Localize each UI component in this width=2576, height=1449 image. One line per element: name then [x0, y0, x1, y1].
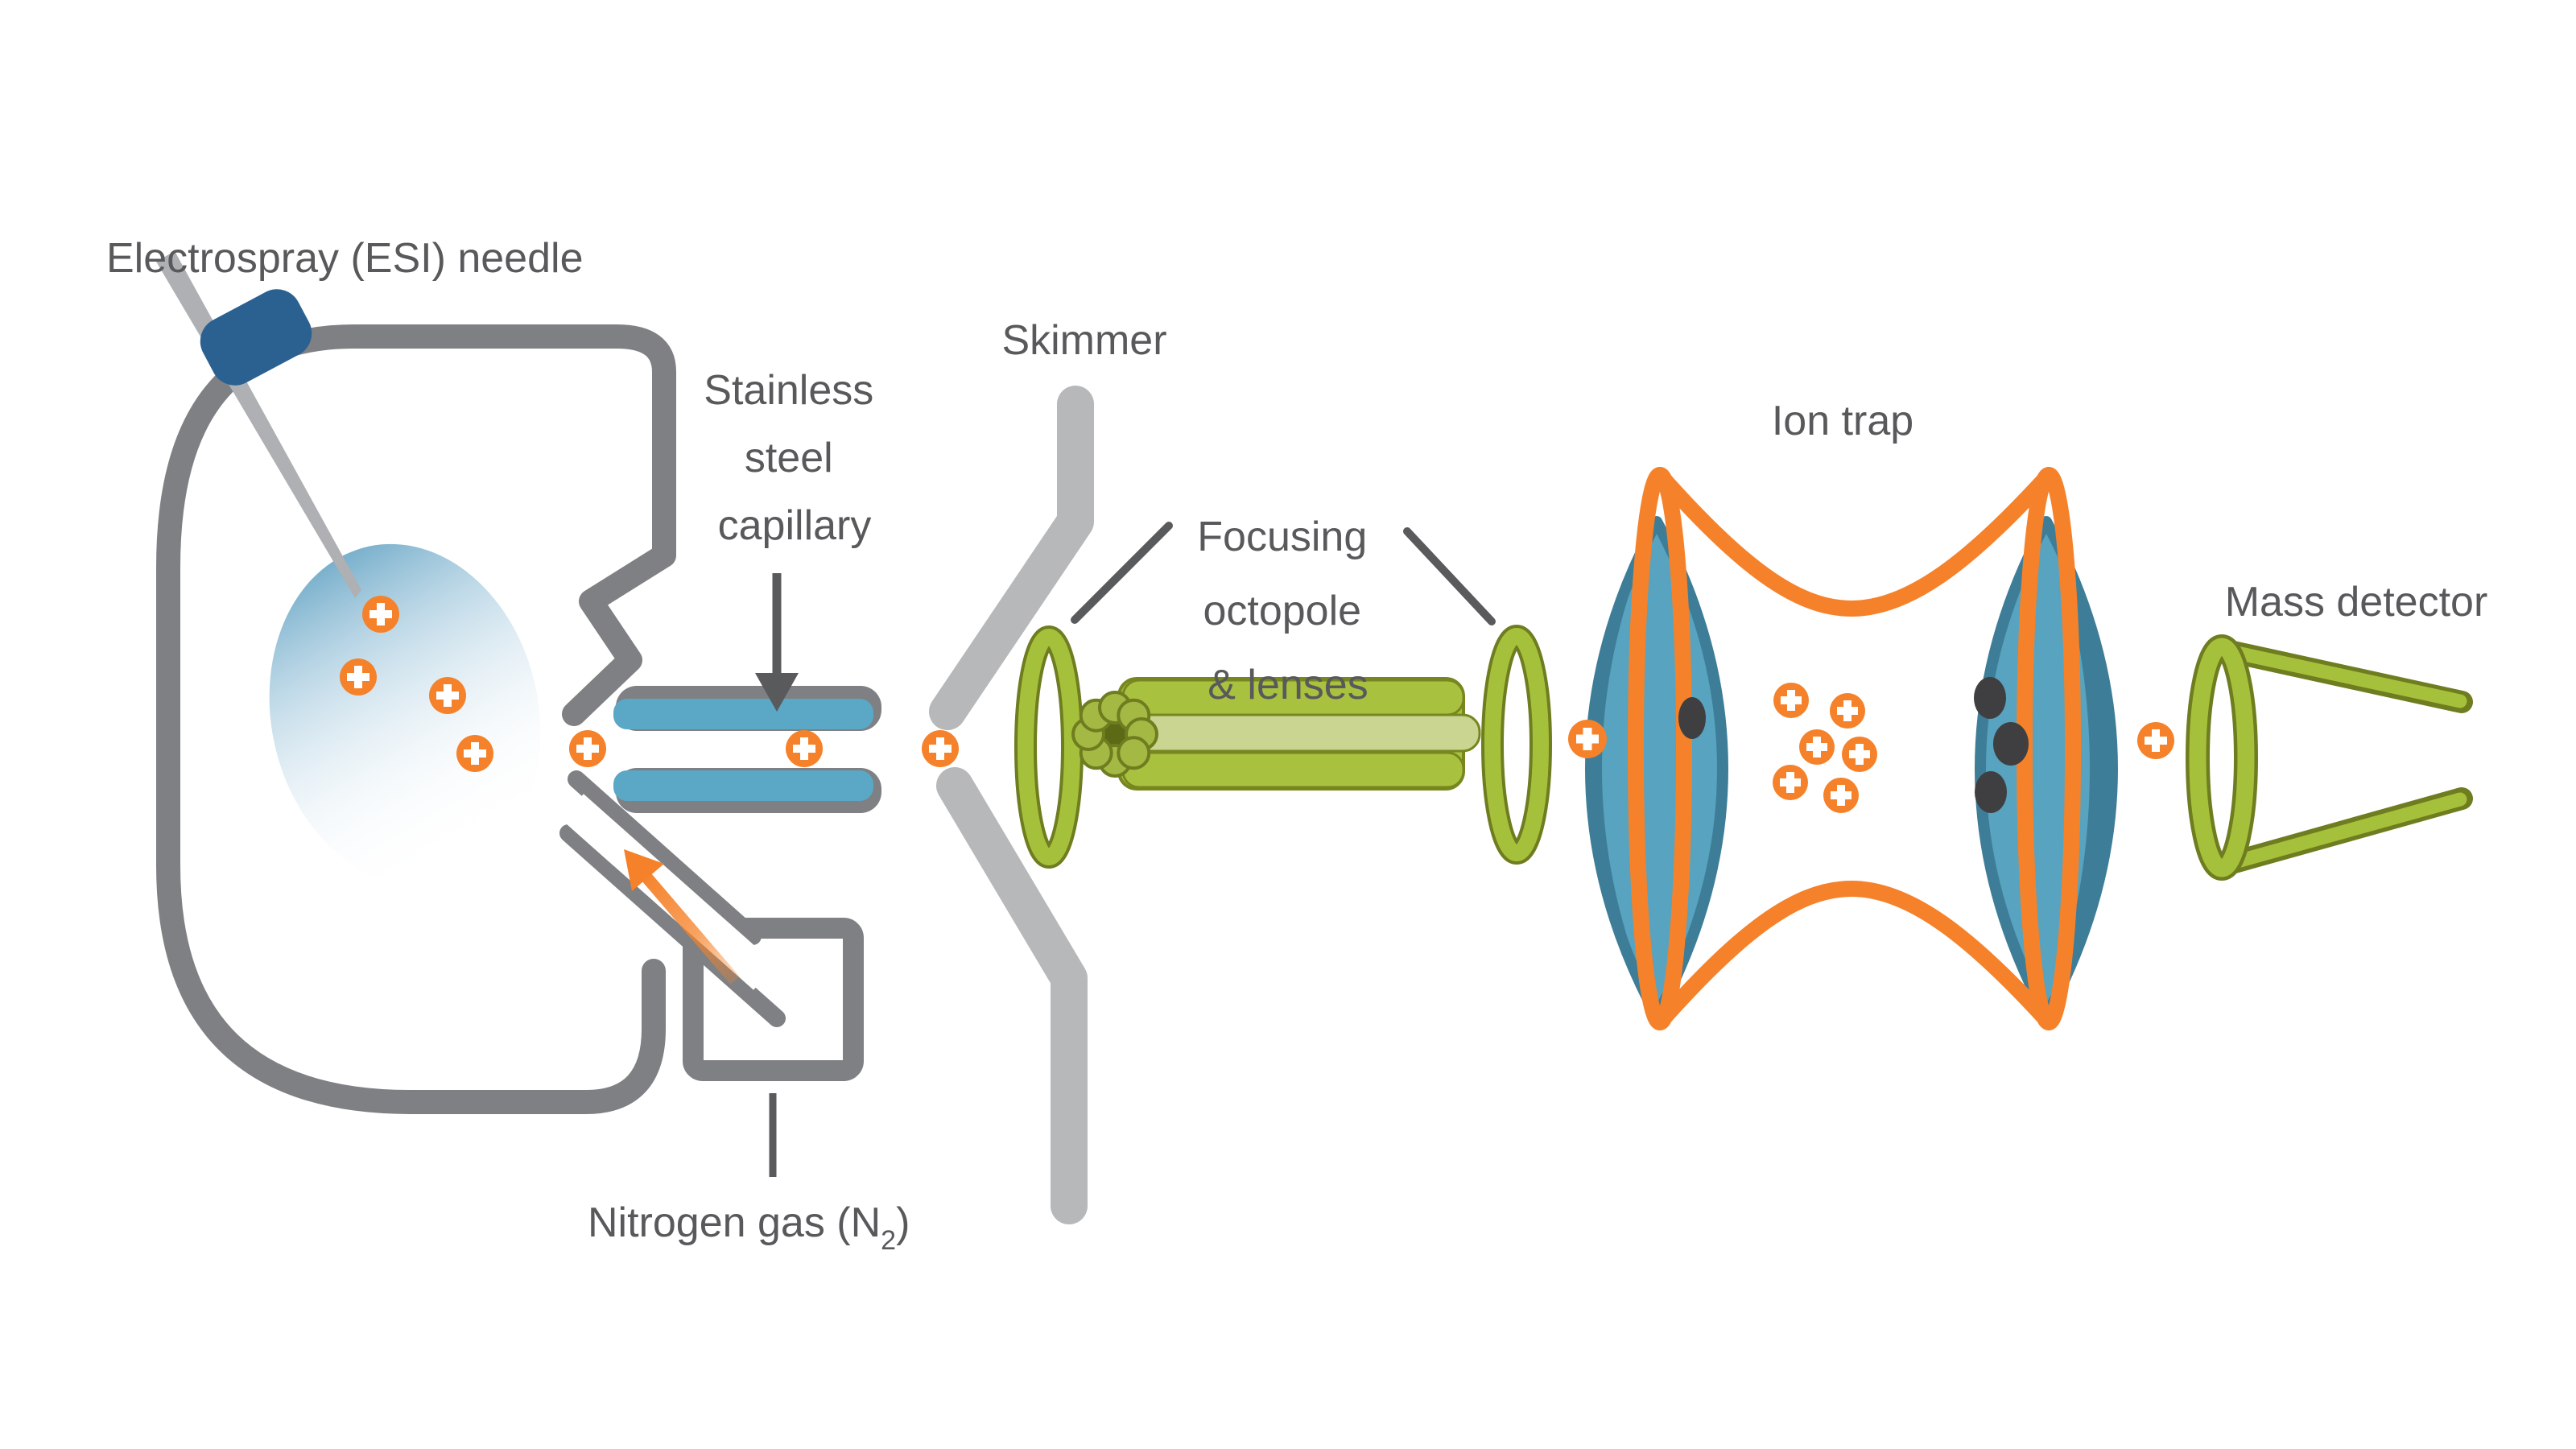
spray-plume: [269, 543, 541, 886]
skimmer-cone: [929, 386, 1094, 1224]
positive-ion-icon: [1823, 778, 1859, 813]
positive-ion-icon: [1773, 683, 1809, 718]
focusing-pointer-right: [1403, 527, 1496, 625]
nitrogen-gas-box: [683, 918, 864, 1081]
positive-ion-icon: [1842, 737, 1877, 772]
label-skimmer: Skimmer: [1001, 317, 1166, 364]
positive-ion-icon: [362, 596, 399, 633]
positive-ion-icon: [429, 677, 466, 714]
spray-chamber-outline: [156, 324, 676, 1114]
octopole-rod-end: [1117, 736, 1151, 770]
positive-ions-layer: [340, 596, 2174, 813]
positive-ion-icon: [1799, 729, 1835, 765]
label-ion-trap: Ion trap: [1772, 398, 1913, 444]
capillary-arrow-icon: [755, 573, 799, 712]
esi-needle-grip: [200, 289, 312, 386]
focusing-lens-rear: [1481, 625, 1552, 865]
ion-trap-right-electrode: [1975, 516, 2118, 1022]
ion-trap-field-outline: [1628, 467, 2081, 1030]
positive-ion-icon: [340, 658, 377, 696]
neutral-dot: [1975, 771, 2007, 813]
trap-neutral-dots: [1678, 677, 2029, 813]
octopole-rods: [1117, 677, 1481, 791]
positive-ion-icon: [456, 735, 493, 772]
neutral-dot: [1974, 677, 2006, 719]
label-mass-detector: Mass detector: [2225, 579, 2488, 625]
label-electrospray-needle: Electrospray (ESI) needle: [106, 235, 584, 282]
ion-trap-left-electrode: [1585, 516, 1728, 1022]
positive-ion-icon: [922, 730, 959, 767]
focusing-pointer-left: [1071, 522, 1173, 624]
positive-ion-icon: [2137, 722, 2174, 759]
positive-ion-icon: [1830, 693, 1865, 729]
focusing-lens-front: [1014, 625, 1084, 869]
neutral-dot: [1993, 722, 2029, 766]
mass-detector-cone: [2186, 634, 2473, 881]
label-capillary: Stainless steel capillary: [704, 367, 885, 549]
octopole-end-circles: [1071, 691, 1158, 778]
positive-ion-icon: [1568, 720, 1607, 758]
nitrogen-gas-tube: [559, 770, 786, 1027]
positive-ion-icon: [1773, 765, 1808, 800]
positive-ion-icon: [569, 730, 606, 767]
label-nitrogen-gas: Nitrogen gas (N2): [588, 1199, 910, 1256]
positive-ion-icon: [786, 730, 823, 767]
neutral-dot: [1678, 697, 1706, 739]
label-focusing-octopole: Focusing octopole & lenses: [1197, 514, 1378, 708]
nitrogen-flow-arrow-icon: [624, 849, 740, 985]
stainless-steel-capillary: [613, 686, 881, 813]
